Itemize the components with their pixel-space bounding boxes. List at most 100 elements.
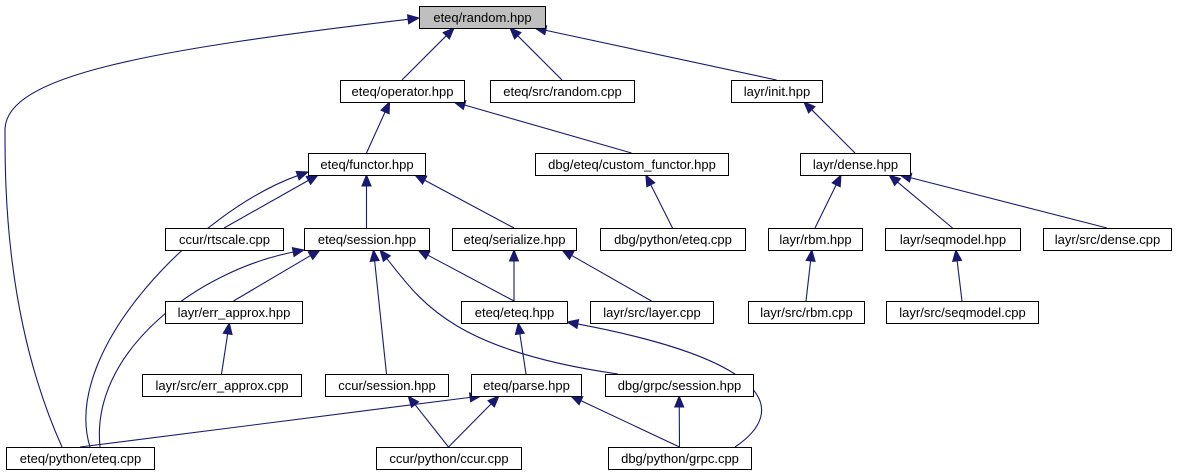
node-label: layr/dense.hpp: [813, 157, 898, 172]
edge-line: [805, 259, 812, 302]
node-box: [535, 153, 729, 176]
node-label: layr/src/dense.cpp: [1055, 232, 1161, 247]
edge-n-err-approx-to-n-session: [233, 249, 322, 302]
arrowhead-icon: [305, 174, 320, 186]
arrowhead-icon: [645, 173, 656, 188]
edge-n-dense-to-n-init: [803, 101, 856, 154]
edge-n-ccur-session-to-n-session: [369, 248, 388, 375]
node-label: eteq/parse.hpp: [483, 378, 570, 393]
edge-n-python-eteq-to-n-parse: [79, 392, 483, 448]
node-dbg-python-grpc-cpp[interactable]: dbg/python/grpc.cpp: [608, 447, 752, 470]
arrowhead-icon: [805, 248, 816, 263]
node-ccur-rtscale-cpp[interactable]: ccur/rtscale.cpp: [165, 228, 284, 251]
edge-n-err-approx-cpp-to-n-err-approx: [220, 321, 233, 375]
node-label: eteq/session.hpp: [318, 232, 416, 247]
edge-line: [909, 176, 1108, 229]
node-box: [6, 447, 155, 470]
edge-line: [516, 34, 563, 81]
node-label: eteq/random.hpp: [433, 10, 531, 25]
node-box: [461, 301, 568, 324]
edge-line: [233, 254, 312, 302]
node-eteq-eteq-hpp[interactable]: eteq/eteq.hpp: [461, 301, 568, 324]
node-layr-seqmodel-hpp[interactable]: layr/seqmodel.hpp: [885, 228, 1021, 251]
arrowhead-icon: [407, 394, 420, 409]
edge-n-dbg-python-eteq-to-n-custom-functor: [645, 173, 673, 229]
node-label: eteq/functor.hpp: [320, 157, 413, 172]
node-eteq-session-hpp[interactable]: eteq/session.hpp: [304, 228, 430, 251]
edge-n-grpc-session-to-n-session: [379, 248, 619, 375]
node-layr-err-approx-hpp[interactable]: layr/err_approx.hpp: [165, 301, 303, 324]
edge-line: [579, 399, 680, 448]
edge-line: [365, 110, 386, 154]
edge-line: [426, 254, 515, 302]
edge-line: [544, 29, 777, 81]
node-eteq-serialize-hpp[interactable]: eteq/serialize.hpp: [452, 228, 577, 251]
node-box: [490, 80, 635, 103]
node-box: [471, 374, 582, 397]
node-box: [608, 447, 752, 470]
node-label: layr/src/rbm.cpp: [760, 305, 852, 320]
node-box: [304, 228, 430, 251]
arrowhead-icon: [803, 101, 816, 114]
edge-line: [956, 259, 963, 302]
edge-line: [401, 34, 448, 81]
arrowhead-icon: [569, 395, 584, 406]
edge-line: [649, 183, 673, 229]
edge-line: [98, 251, 295, 448]
node-layr-src-dense-cpp[interactable]: layr/src/dense.cpp: [1043, 228, 1172, 251]
node-layr-src-rbm-cpp[interactable]: layr/src/rbm.cpp: [748, 301, 865, 324]
node-eteq-src-random-cpp[interactable]: eteq/src/random.cpp: [490, 80, 635, 103]
edge-line: [4, 18, 410, 448]
node-label: layr/rbm.hpp: [779, 232, 851, 247]
node-dbg-grpc-session-hpp[interactable]: dbg/grpc/session.hpp: [605, 374, 754, 397]
node-eteq-parse-hpp[interactable]: eteq/parse.hpp: [471, 374, 582, 397]
node-layr-dense-hpp[interactable]: layr/dense.hpp: [800, 153, 911, 176]
node-box: [600, 228, 746, 251]
node-ccur-session-hpp[interactable]: ccur/session.hpp: [325, 374, 449, 397]
node-layr-src-err-approx-cpp[interactable]: layr/src/err_approx.cpp: [142, 374, 302, 397]
arrowhead-icon: [442, 27, 455, 40]
arrowhead-icon: [487, 395, 500, 408]
node-layr-rbm-hpp[interactable]: layr/rbm.hpp: [768, 228, 863, 251]
node-ccur-python-ccur-cpp[interactable]: ccur/python/ccur.cpp: [376, 447, 522, 470]
node-label: layr/src/seqmodel.cpp: [899, 305, 1025, 320]
edge-line: [413, 403, 449, 448]
node-label: dbg/eteq/custom_functor.hpp: [548, 157, 716, 172]
node-box: [452, 228, 577, 251]
node-label: layr/src/layer.cpp: [603, 305, 701, 320]
node-eteq-random-hpp[interactable]: eteq/random.hpp: [419, 6, 546, 29]
node-dbg-eteq-custom-functor-hpp[interactable]: dbg/eteq/custom_functor.hpp: [535, 153, 729, 176]
arrowhead-icon: [361, 173, 372, 187]
node-layr-src-layer-cpp[interactable]: layr/src/layer.cpp: [590, 301, 714, 324]
edge-n-parse-to-n-eteq-hpp: [514, 321, 527, 375]
edge-n-eteq-hpp-to-n-session: [416, 249, 515, 302]
node-label: layr/src/err_approx.cpp: [156, 378, 289, 393]
node-label: layr/init.hpp: [744, 84, 810, 99]
edge-n-dense-cpp-to-n-dense: [898, 172, 1108, 229]
node-box: [885, 228, 1021, 251]
node-eteq-functor-hpp[interactable]: eteq/functor.hpp: [308, 153, 426, 176]
node-box: [142, 374, 302, 397]
edge-n-eteq-hpp-to-n-serialize: [508, 248, 520, 301]
node-eteq-python-eteq-cpp[interactable]: eteq/python/eteq.cpp: [6, 447, 155, 470]
edge-n-session-to-n-functor: [361, 173, 372, 228]
node-eteq-operator-hpp[interactable]: eteq/operator.hpp: [340, 80, 465, 103]
edge-n-custom-functor-to-n-operator: [452, 100, 632, 154]
arrowhead-icon: [514, 321, 526, 336]
node-label: dbg/grpc/session.hpp: [618, 378, 742, 393]
arrowhead-icon: [380, 100, 391, 115]
node-box: [590, 301, 714, 324]
node-box: [376, 447, 522, 470]
arrowhead-icon: [952, 248, 963, 263]
node-layr-src-seqmodel-cpp[interactable]: layr/src/seqmodel.cpp: [886, 301, 1039, 324]
node-box: [768, 228, 863, 251]
node-dbg-python-eteq-cpp[interactable]: dbg/python/eteq.cpp: [600, 228, 746, 251]
node-box: [1043, 228, 1172, 251]
node-layr-init-hpp[interactable]: layr/init.hpp: [731, 80, 823, 103]
arrowhead-icon: [295, 170, 310, 181]
edge-line: [463, 104, 632, 154]
edge-n-ccur-python-to-n-ccur-session: [407, 394, 449, 448]
edge-line: [79, 396, 472, 448]
edge-n-python-eteq-to-n-functor: [85, 170, 310, 448]
